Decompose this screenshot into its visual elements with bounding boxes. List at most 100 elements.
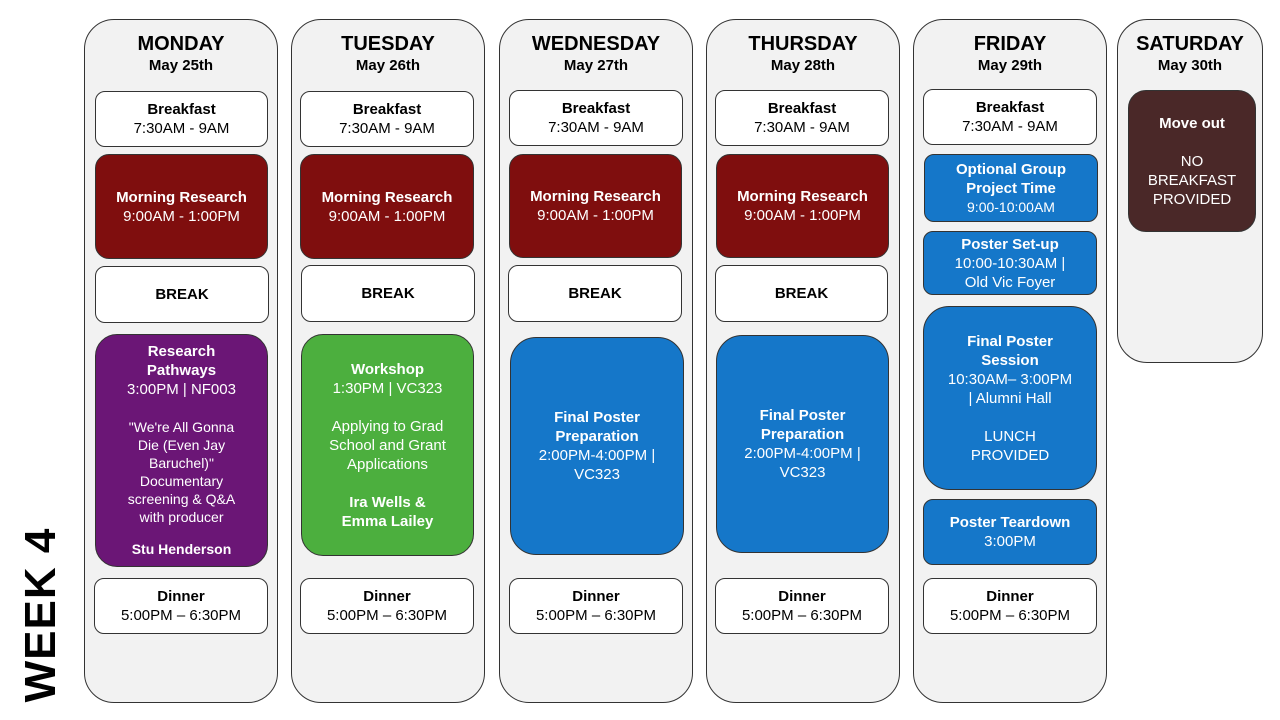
- day-header: WEDNESDAY May 27th: [500, 32, 692, 76]
- final-poster-session-block: Final Poster Session 10:30AM– 3:00PM | A…: [923, 306, 1097, 490]
- event-title: Dinner: [572, 588, 620, 605]
- day-date: May 27th: [563, 57, 629, 74]
- day-date: May 29th: [977, 57, 1043, 74]
- event-time: 5:00PM – 6:30PM: [741, 607, 863, 624]
- event-time: 9:00AM - 1:00PM: [328, 207, 446, 225]
- event-note: PROVIDED: [970, 446, 1050, 464]
- break-block: BREAK: [95, 266, 269, 323]
- day-name: THURSDAY: [748, 33, 858, 55]
- event-title: Breakfast: [147, 101, 216, 118]
- dinner-block: Dinner 5:00PM – 6:30PM: [300, 578, 474, 634]
- event-title: Morning Research: [116, 188, 247, 206]
- event-time: 9:00AM - 1:00PM: [123, 207, 240, 225]
- event-time: 9:00-10:00AM: [967, 198, 1055, 215]
- day-name: MONDAY: [137, 33, 225, 55]
- event-time: 1:30PM | VC323: [332, 379, 443, 397]
- dinner-block: Dinner 5:00PM – 6:30PM: [715, 578, 889, 634]
- poster-teardown-block: Poster Teardown 3:00PM: [923, 499, 1097, 565]
- event-title: Breakfast: [767, 100, 837, 117]
- event-time: 2:00PM-4:00PM |: [744, 445, 861, 462]
- poster-setup-block: Poster Set-up 10:00-10:30AM | Old Vic Fo…: [923, 231, 1097, 295]
- event-time: 7:30AM - 9AM: [754, 119, 850, 136]
- event-speaker: Emma Lailey: [341, 512, 434, 530]
- event-title: BREAK: [155, 286, 209, 303]
- event-title: BREAK: [774, 285, 829, 302]
- event-title: Breakfast: [352, 101, 422, 118]
- workshop-block: Workshop 1:30PM | VC323 Applying to Grad…: [301, 334, 474, 556]
- event-title: Poster Teardown: [949, 514, 1071, 531]
- event-description: Die (Even Jay: [137, 437, 226, 453]
- morning-research-block: Morning Research 9:00AM - 1:00PM: [509, 154, 682, 258]
- event-time: 5:00PM – 6:30PM: [535, 607, 657, 624]
- event-description: with producer: [139, 509, 224, 525]
- event-title: Research: [147, 343, 216, 360]
- day-name: TUESDAY: [341, 33, 435, 55]
- day-name: SATURDAY: [1136, 33, 1244, 55]
- event-time: 10:00-10:30AM |: [954, 254, 1066, 272]
- event-time: 7:30AM - 9AM: [548, 119, 644, 136]
- day-header: MONDAY May 25th: [85, 32, 277, 76]
- event-description: screening & Q&A: [127, 491, 236, 507]
- event-time: 10:30AM– 3:00PM: [947, 370, 1073, 388]
- event-time: 3:00PM: [984, 533, 1036, 550]
- day-name: FRIDAY: [973, 33, 1047, 55]
- break-block: BREAK: [715, 265, 888, 322]
- event-time: 7:30AM - 9AM: [962, 118, 1058, 135]
- dinner-block: Dinner 5:00PM – 6:30PM: [923, 578, 1097, 634]
- breakfast-block: Breakfast 7:30AM - 9AM: [923, 89, 1097, 145]
- event-time: 3:00PM | NF003: [127, 381, 236, 398]
- breakfast-block: Breakfast 7:30AM - 9AM: [715, 90, 889, 146]
- event-note: LUNCH: [984, 427, 1036, 445]
- day-header: SATURDAY May 30th: [1118, 32, 1262, 76]
- event-time: 9:00AM - 1:00PM: [744, 207, 861, 224]
- event-title: Workshop: [350, 360, 425, 378]
- optional-group-project-block: Optional Group Project Time 9:00-10:00AM: [924, 154, 1098, 222]
- event-location: VC323: [574, 466, 620, 483]
- event-title: Morning Research: [530, 188, 661, 205]
- day-date: May 25th: [148, 57, 214, 74]
- event-description: School and Grant: [329, 436, 446, 454]
- event-description: Applying to Grad: [331, 417, 444, 435]
- event-title: BREAK: [361, 285, 415, 302]
- breakfast-block: Breakfast 7:30AM - 9AM: [95, 91, 268, 147]
- event-description: Applications: [347, 455, 428, 473]
- day-name: WEDNESDAY: [531, 33, 661, 55]
- event-title: Optional Group: [956, 160, 1066, 178]
- final-poster-preparation-block: Final Poster Preparation 2:00PM-4:00PM |…: [716, 335, 889, 553]
- event-speaker: Ira Wells &: [349, 493, 426, 511]
- breakfast-block: Breakfast 7:30AM - 9AM: [509, 90, 683, 146]
- day-date: May 26th: [355, 57, 421, 74]
- event-title: Breakfast: [561, 100, 631, 117]
- day-header: THURSDAY May 28th: [707, 32, 899, 76]
- event-title: Project Time: [966, 179, 1056, 197]
- event-time: 5:00PM – 6:30PM: [120, 607, 242, 624]
- event-title: Final Poster: [554, 409, 640, 426]
- event-description: Documentary: [139, 473, 224, 489]
- event-title: Dinner: [157, 588, 205, 605]
- event-title: Dinner: [986, 588, 1034, 605]
- event-time: 7:30AM - 9AM: [339, 120, 435, 137]
- event-title: Dinner: [778, 588, 826, 605]
- week-label: WEEK 4: [16, 528, 65, 703]
- event-title: Final Poster: [967, 332, 1053, 350]
- week-label-text: WEEK 4: [16, 527, 65, 703]
- day-header: TUESDAY May 26th: [292, 32, 484, 76]
- morning-research-block: Morning Research 9:00AM - 1:00PM: [300, 154, 474, 259]
- event-location: VC323: [779, 464, 826, 481]
- day-header: FRIDAY May 29th: [914, 32, 1106, 76]
- event-description: Baruchel)": [149, 455, 214, 471]
- event-location: Old Vic Foyer: [964, 273, 1056, 291]
- event-title: BREAK: [568, 285, 622, 302]
- event-title: Preparation: [760, 426, 845, 443]
- event-time: 7:30AM - 9AM: [133, 120, 230, 137]
- event-title: Breakfast: [975, 99, 1045, 116]
- event-title: Morning Research: [321, 188, 453, 206]
- event-title: Final Poster: [759, 407, 846, 424]
- event-time: 5:00PM – 6:30PM: [326, 607, 448, 624]
- event-title: Session: [981, 351, 1039, 369]
- morning-research-block: Morning Research 9:00AM - 1:00PM: [716, 154, 889, 258]
- event-title: Poster Set-up: [961, 235, 1059, 253]
- event-title: Pathways: [146, 362, 217, 379]
- dinner-block: Dinner 5:00PM – 6:30PM: [94, 578, 268, 634]
- breakfast-block: Breakfast 7:30AM - 9AM: [300, 91, 474, 147]
